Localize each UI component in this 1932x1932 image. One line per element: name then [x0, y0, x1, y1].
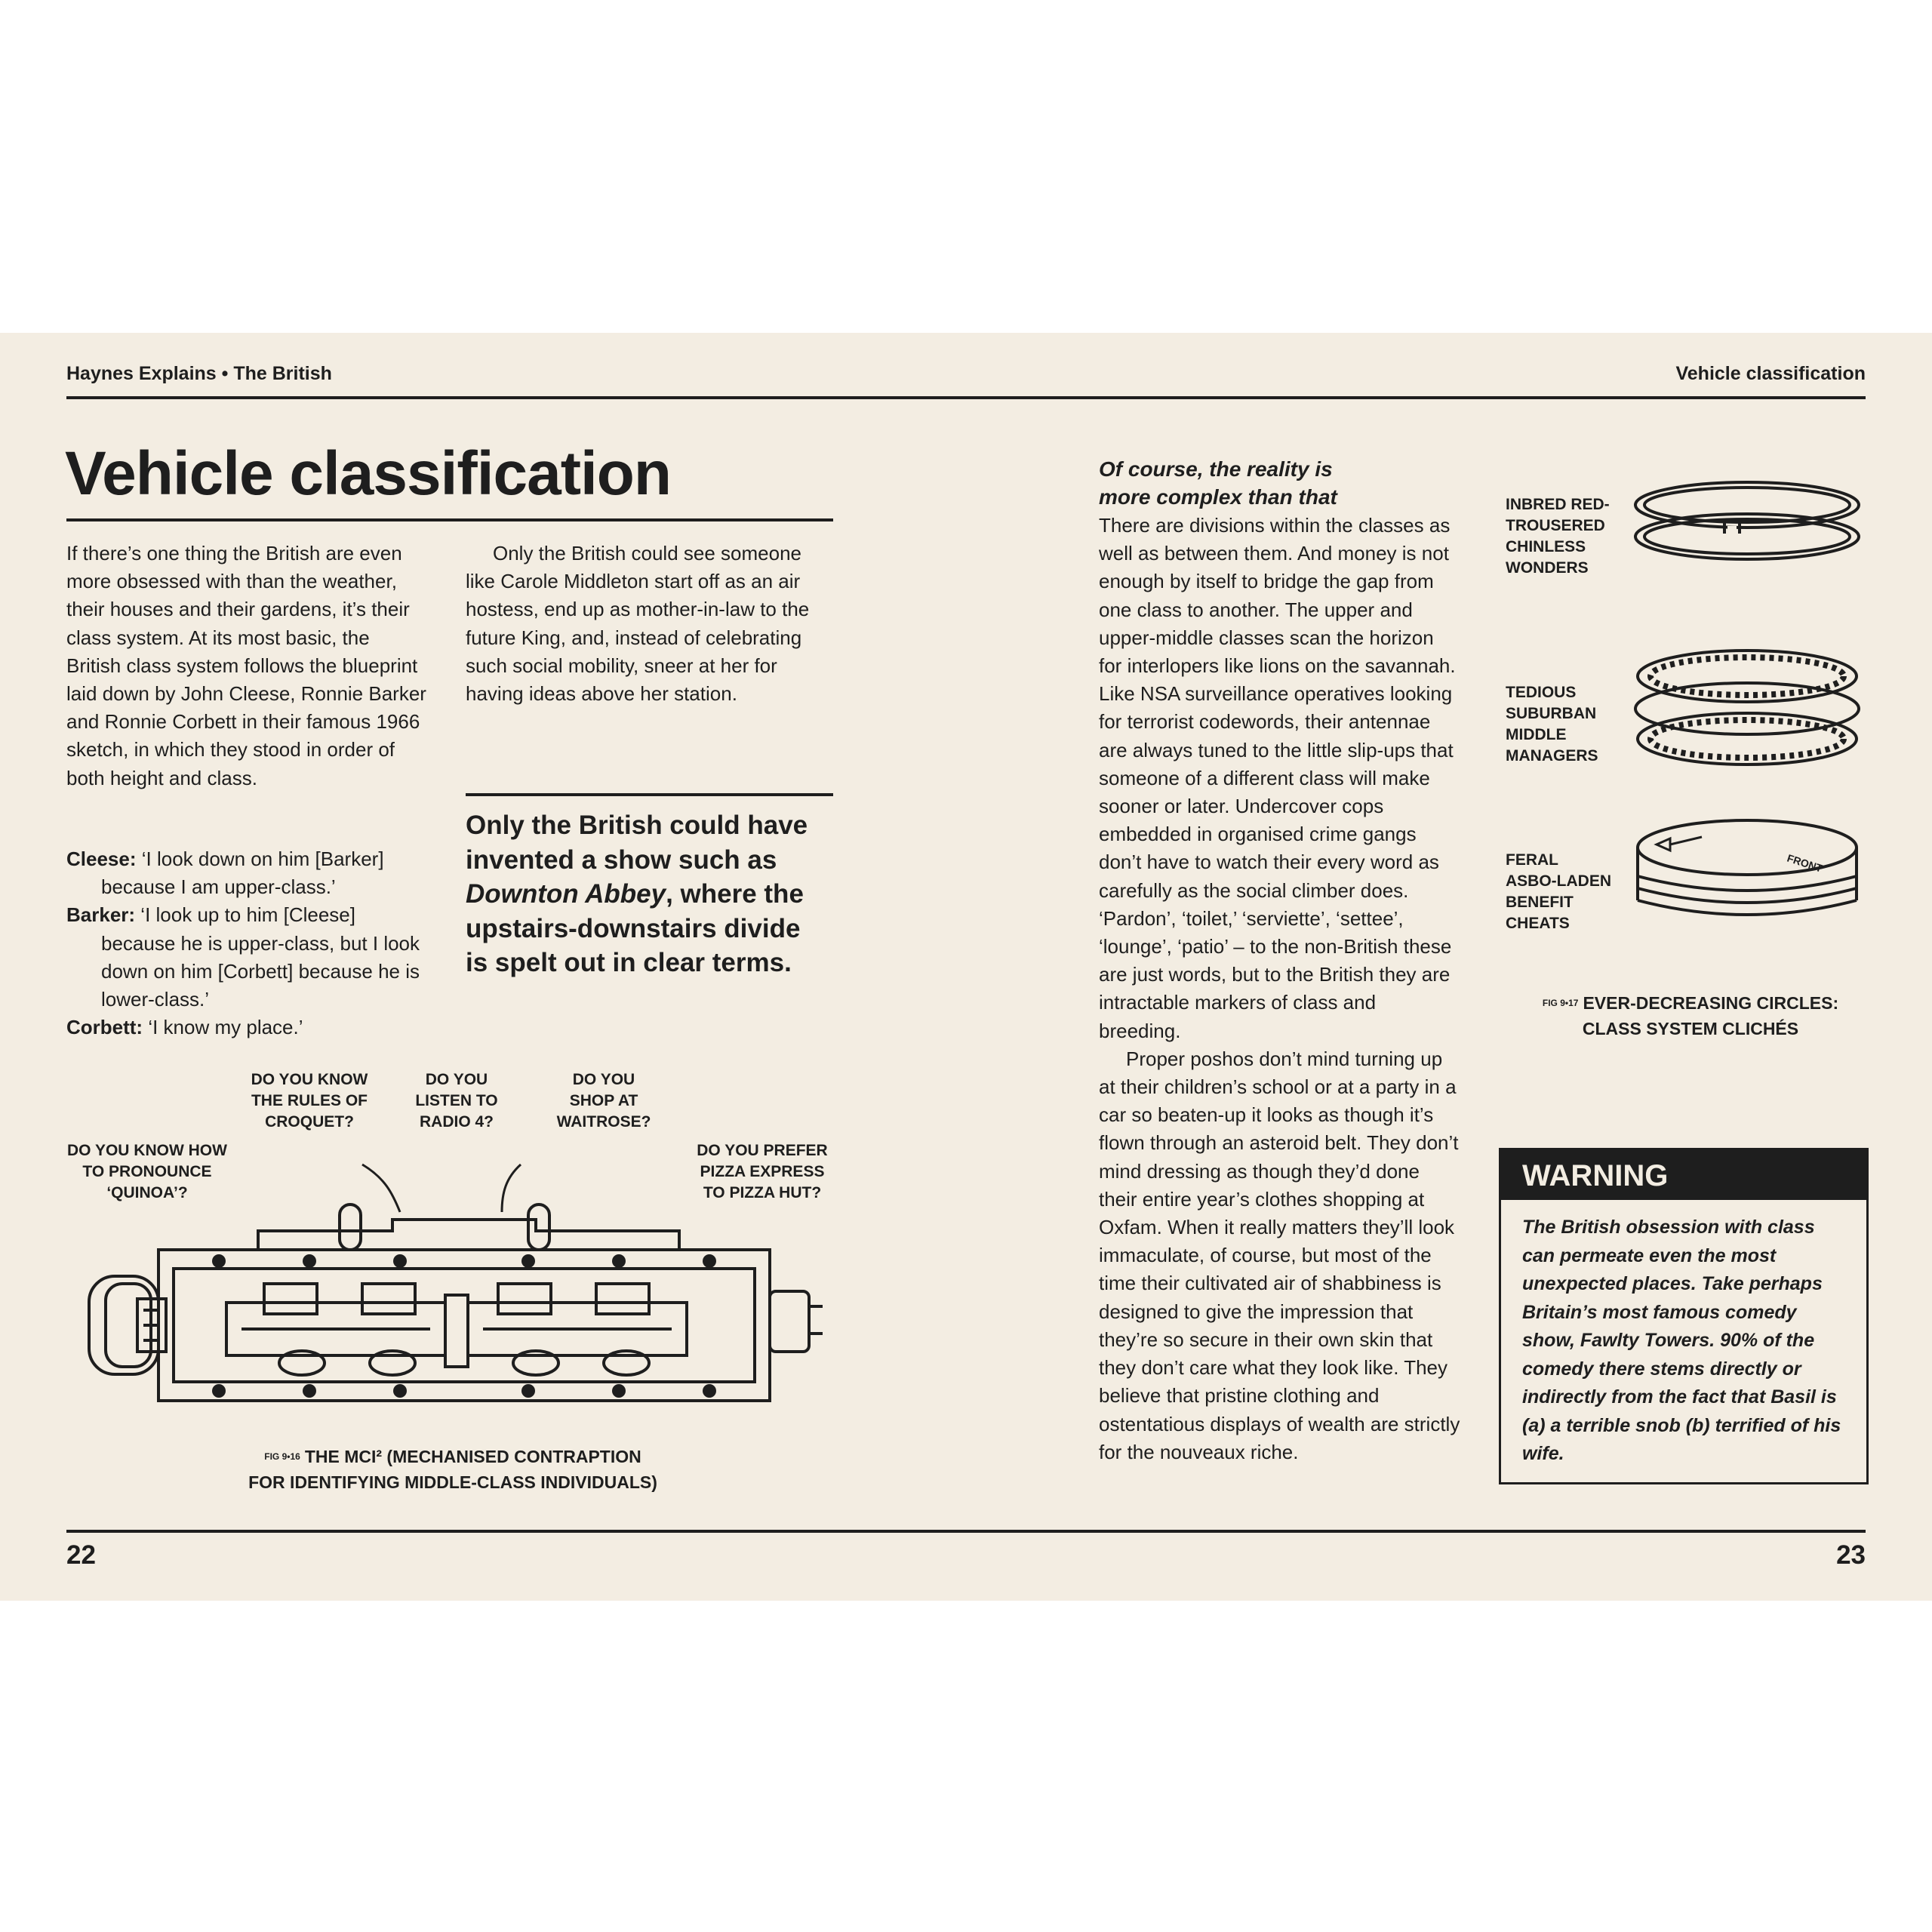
pull-quote-show-title: Downton Abbey: [466, 879, 666, 909]
running-head-left: Haynes Explains • The British: [66, 363, 332, 384]
figure-17-caption: FIG 9•17 EVER-DECREASING CIRCLES: CLASS S…: [1517, 990, 1864, 1041]
pull-quote-text-end: , where the upstairs-downstairs divide i…: [466, 879, 804, 977]
caption-line-2: CLASS SYSTEM CLICHÉS: [1582, 1019, 1799, 1038]
beaded-ring-illustration: [1634, 649, 1860, 766]
sketch-dialogue: Cleese: ‘I look down on him [Barker] bec…: [66, 845, 429, 1041]
header-rule: [66, 396, 1866, 399]
ring-label-lower: FERAL ASBO-LADEN BENEFIT CHEATS: [1506, 851, 1611, 932]
dialogue-text: ‘I look up to him [Cleese] because he is…: [101, 903, 420, 1011]
page-number-left: 22: [66, 1540, 96, 1570]
warning-text: The British obsession with class can per…: [1522, 1217, 1841, 1464]
ring-label-upper: INBRED RED- TROUSERED CHINLESS WONDERS: [1506, 496, 1610, 577]
caption-line-2: FOR IDENTIFYING MIDDLE-CLASS INDIVIDUALS…: [248, 1472, 657, 1492]
dialogue-line-barker: Barker: ‘I look up to him [Cleese] becau…: [66, 901, 429, 1014]
callout-quinoa: DO YOU KNOW HOW TO PRONOUNCE ‘QUINOA’?: [67, 1142, 227, 1201]
column-3: There are divisions within the classes a…: [1099, 512, 1461, 1466]
figure-number: FIG 9•17: [1542, 998, 1579, 1008]
subheading-line-2: more complex than that: [1099, 485, 1337, 509]
title-rule: [66, 518, 833, 521]
column-1: If there’s one thing the British are eve…: [66, 540, 429, 792]
dialogue-text: ‘I know my place.’: [148, 1016, 303, 1039]
figure-16-caption: FIG 9•16 THE MCI² (MECHANISED CONTRAPTION…: [181, 1444, 724, 1495]
footer-rule: [66, 1530, 1866, 1533]
warning-title: WARNING: [1501, 1150, 1866, 1200]
ring-label-middle: TEDIOUS SUBURBAN MIDDLE MANAGERS: [1506, 684, 1598, 764]
page-title: Vehicle classification: [65, 439, 672, 508]
callout-croquet: DO YOU KNOW THE RULES OF CROQUET?: [251, 1071, 368, 1131]
figure-number: FIG 9•16: [264, 1451, 300, 1462]
dialogue-text: ‘I look down on him [Barker] because I a…: [101, 848, 384, 899]
callout-waitrose: DO YOU SHOP AT WAITROSE?: [556, 1071, 651, 1131]
poshos-paragraph: Proper poshos don’t mind turning up at t…: [1099, 1047, 1460, 1463]
dialogue-line-corbett: Corbett: ‘I know my place.’: [66, 1014, 429, 1041]
running-head-right: Vehicle classification: [1675, 363, 1866, 384]
callout-radio4: DO YOU LISTEN TO RADIO 4?: [415, 1071, 498, 1131]
intro-paragraph: If there’s one thing the British are eve…: [66, 542, 426, 789]
speaker-name: Corbett:: [66, 1016, 143, 1039]
piston-illustration: FRONT: [1636, 819, 1858, 916]
plain-ring-illustration: [1634, 481, 1860, 561]
dialogue-line-cleese: Cleese: ‘I look down on him [Barker] bec…: [66, 845, 429, 901]
pull-quote-text: Only the British could have invented a s…: [466, 811, 808, 875]
subheading-line-1: Of course, the reality is: [1099, 457, 1333, 481]
warning-box: WARNING The British obsession with class…: [1499, 1148, 1869, 1484]
book-spread: Haynes Explains • The British Vehicle cl…: [0, 333, 1932, 1601]
column-2: Only the British could see someone like …: [466, 540, 813, 708]
caption-line-1: EVER-DECREASING CIRCLES:: [1583, 993, 1839, 1013]
speaker-name: Barker:: [66, 903, 136, 927]
engine-illustration: [88, 1163, 823, 1402]
speaker-name: Cleese:: [66, 848, 137, 870]
middleton-paragraph: Only the British could see someone like …: [466, 542, 810, 706]
callout-pizza: DO YOU PREFER PIZZA EXPRESS TO PIZZA HUT…: [697, 1142, 828, 1201]
subheading: Of course, the reality is more complex t…: [1099, 455, 1461, 511]
page-number-right: 23: [1836, 1540, 1866, 1570]
pull-quote: Only the British could have invented a s…: [466, 808, 828, 980]
divisions-paragraph: There are divisions within the classes a…: [1099, 514, 1456, 1042]
pull-quote-rule: [466, 793, 833, 796]
caption-line-1: THE MCI² (MECHANISED CONTRAPTION: [304, 1447, 641, 1466]
